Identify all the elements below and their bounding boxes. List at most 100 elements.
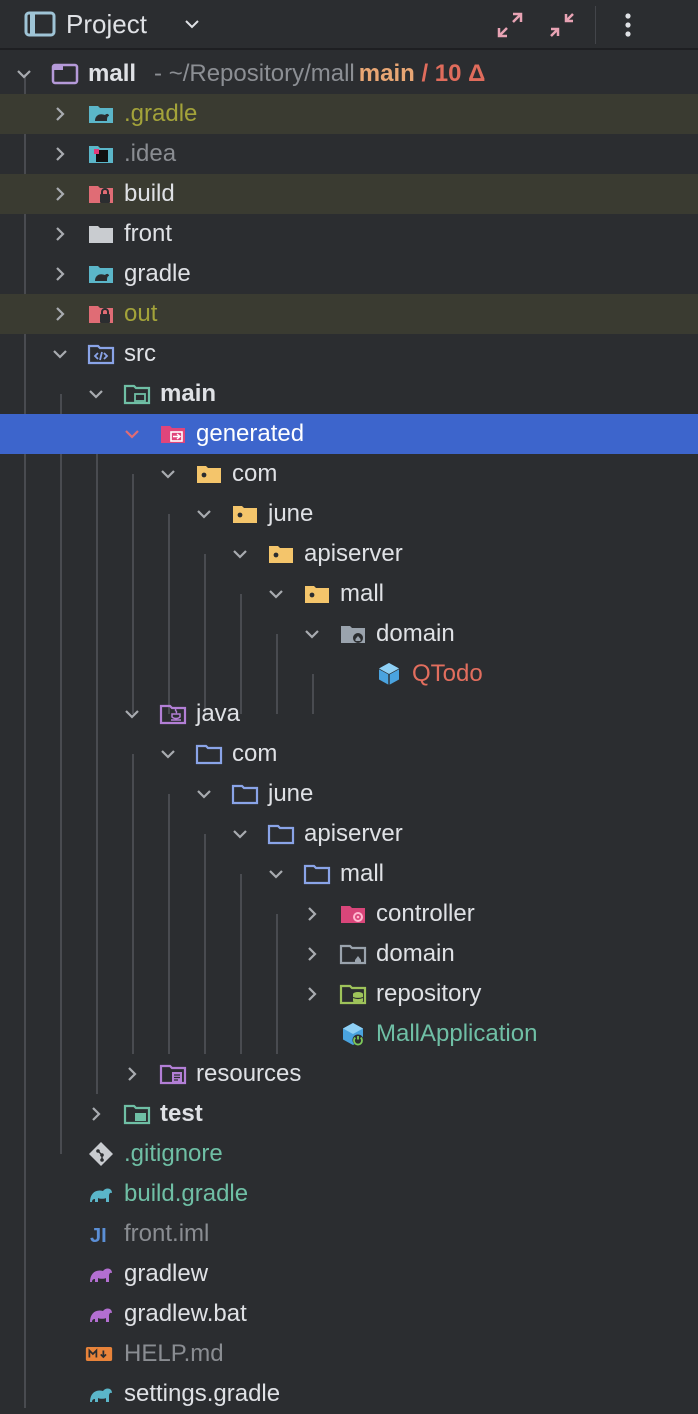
chevron-right-icon[interactable] <box>50 224 70 244</box>
collapse-all-icon[interactable] <box>547 10 577 40</box>
chevron-down-icon[interactable] <box>230 544 250 564</box>
item-label: repository <box>376 980 482 1007</box>
tree-guide <box>168 794 170 1054</box>
chevron-down-icon[interactable] <box>266 584 286 604</box>
tree-guide <box>240 874 242 1054</box>
chevron-right-icon[interactable] <box>302 944 322 964</box>
tree-row-java-june[interactable]: june <box>0 774 698 814</box>
chevron-down-icon[interactable] <box>158 744 178 764</box>
chevron-right-icon[interactable] <box>302 984 322 1004</box>
package-folder-icon <box>197 466 221 483</box>
tree-guide <box>96 434 98 1094</box>
gradle-elephant-icon <box>90 1268 112 1282</box>
chevron-right-icon[interactable] <box>86 1104 106 1124</box>
panel-title[interactable]: Project <box>66 9 147 39</box>
chevron-right-icon[interactable] <box>302 904 322 924</box>
gradle-folder-icon <box>89 266 113 283</box>
item-label: java <box>196 700 241 727</box>
module-folder-icon <box>51 63 79 85</box>
markdown-file-icon <box>85 1347 113 1361</box>
tree-guide <box>312 674 314 714</box>
chevron-down-icon[interactable] <box>194 784 214 804</box>
tree-guide <box>24 74 26 1408</box>
tree-guide <box>204 554 206 714</box>
tree-row-generated[interactable]: generated <box>0 414 698 454</box>
item-label: settings.gradle <box>124 1380 281 1407</box>
chevron-down-icon[interactable] <box>14 64 34 84</box>
spring-boot-class-icon <box>343 1023 364 1046</box>
item-label: gradle <box>124 260 191 287</box>
tree-row-main[interactable]: main <box>0 374 698 414</box>
chevron-right-icon[interactable] <box>50 144 70 164</box>
tree-row-gen-june[interactable]: june <box>0 494 698 534</box>
iml-file-icon: JI <box>90 1225 107 1247</box>
item-label: domain <box>376 620 455 647</box>
tree-row-front[interactable]: front <box>0 214 698 254</box>
chevron-down-icon[interactable] <box>266 864 286 884</box>
tree-row-idea[interactable]: .idea <box>0 134 698 174</box>
tree-row-help-md[interactable]: HELP.md <box>0 1334 698 1374</box>
expand-all-icon[interactable] <box>495 10 525 40</box>
tree-row-settings-gradle[interactable]: settings.gradle <box>0 1374 698 1414</box>
tree-row-java-apiserver[interactable]: apiserver <box>0 814 698 854</box>
tree-row-test[interactable]: test <box>0 1094 698 1134</box>
tree-row-qtodo[interactable]: QTodo <box>0 654 698 694</box>
tree-row-build[interactable]: build <box>0 174 698 214</box>
tree-row-resources[interactable]: resources <box>0 1054 698 1094</box>
chevron-down-icon[interactable] <box>230 824 250 844</box>
tree-row-front-iml[interactable]: JI front.iml <box>0 1214 698 1254</box>
controller-folder-icon <box>341 906 365 923</box>
tree-row-java[interactable]: java <box>0 694 698 734</box>
tree-row-gradlew[interactable]: gradlew <box>0 1254 698 1294</box>
tree-row-gen-mall[interactable]: mall <box>0 574 698 614</box>
item-label: main <box>160 380 217 407</box>
chevron-right-icon[interactable] <box>50 184 70 204</box>
chevron-down-icon[interactable] <box>182 14 202 34</box>
folder-icon <box>89 226 113 243</box>
chevron-right-icon[interactable] <box>50 104 70 124</box>
tree-row-java-com[interactable]: com <box>0 734 698 774</box>
chevron-right-icon[interactable] <box>50 304 70 324</box>
chevron-right-icon[interactable] <box>122 1064 142 1084</box>
project-panel-header: Project <box>0 0 698 50</box>
test-module-folder-icon <box>123 1104 151 1125</box>
item-label: apiserver <box>304 820 403 847</box>
item-label: build <box>124 180 175 207</box>
tree-row-repository[interactable]: repository <box>0 974 698 1014</box>
item-label: HELP.md <box>124 1340 224 1367</box>
tree-row-src[interactable]: src <box>0 334 698 374</box>
chevron-down-icon[interactable] <box>86 384 106 404</box>
tree-row-gradle[interactable]: gradle <box>0 254 698 294</box>
tree-row-gen-apiserver[interactable]: apiserver <box>0 534 698 574</box>
tree-row-mallapplication[interactable]: MallApplication <box>0 1014 698 1054</box>
domain-folder-icon <box>339 944 367 965</box>
tree-row-gen-domain[interactable]: domain <box>0 614 698 654</box>
tree-guide <box>276 914 278 1054</box>
tree-row-gradle-dir[interactable]: .gradle <box>0 94 698 134</box>
chevron-down-icon[interactable] <box>50 344 70 364</box>
chevron-down-icon[interactable] <box>302 624 322 644</box>
tree-row-java-mall[interactable]: mall <box>0 854 698 894</box>
tree-row-out[interactable]: out <box>0 294 698 334</box>
chevron-right-icon[interactable] <box>50 264 70 284</box>
chevron-down-icon[interactable] <box>122 704 142 724</box>
tree-row-gen-com[interactable]: com <box>0 454 698 494</box>
chevron-down-icon[interactable] <box>194 504 214 524</box>
tree-row-gradlew-bat[interactable]: gradlew.bat <box>0 1294 698 1334</box>
item-label: resources <box>196 1060 302 1087</box>
gradle-elephant-icon <box>90 1188 112 1202</box>
tree-row-gitignore[interactable]: .gitignore <box>0 1134 698 1174</box>
package-folder-icon <box>231 784 259 805</box>
item-label: mall <box>340 860 385 887</box>
tree-row-domain[interactable]: domain <box>0 934 698 974</box>
item-label: mall <box>340 580 385 607</box>
excluded-folder-icon <box>89 306 113 323</box>
chevron-down-icon[interactable] <box>158 464 178 484</box>
svg-text:JI: JI <box>90 1225 107 1247</box>
tree-row-build-gradle[interactable]: build.gradle <box>0 1174 698 1214</box>
chevron-down-icon[interactable] <box>122 424 142 444</box>
tree-row-controller[interactable]: controller <box>0 894 698 934</box>
gradle-elephant-icon <box>90 1388 112 1402</box>
more-options-icon[interactable] <box>613 10 643 40</box>
